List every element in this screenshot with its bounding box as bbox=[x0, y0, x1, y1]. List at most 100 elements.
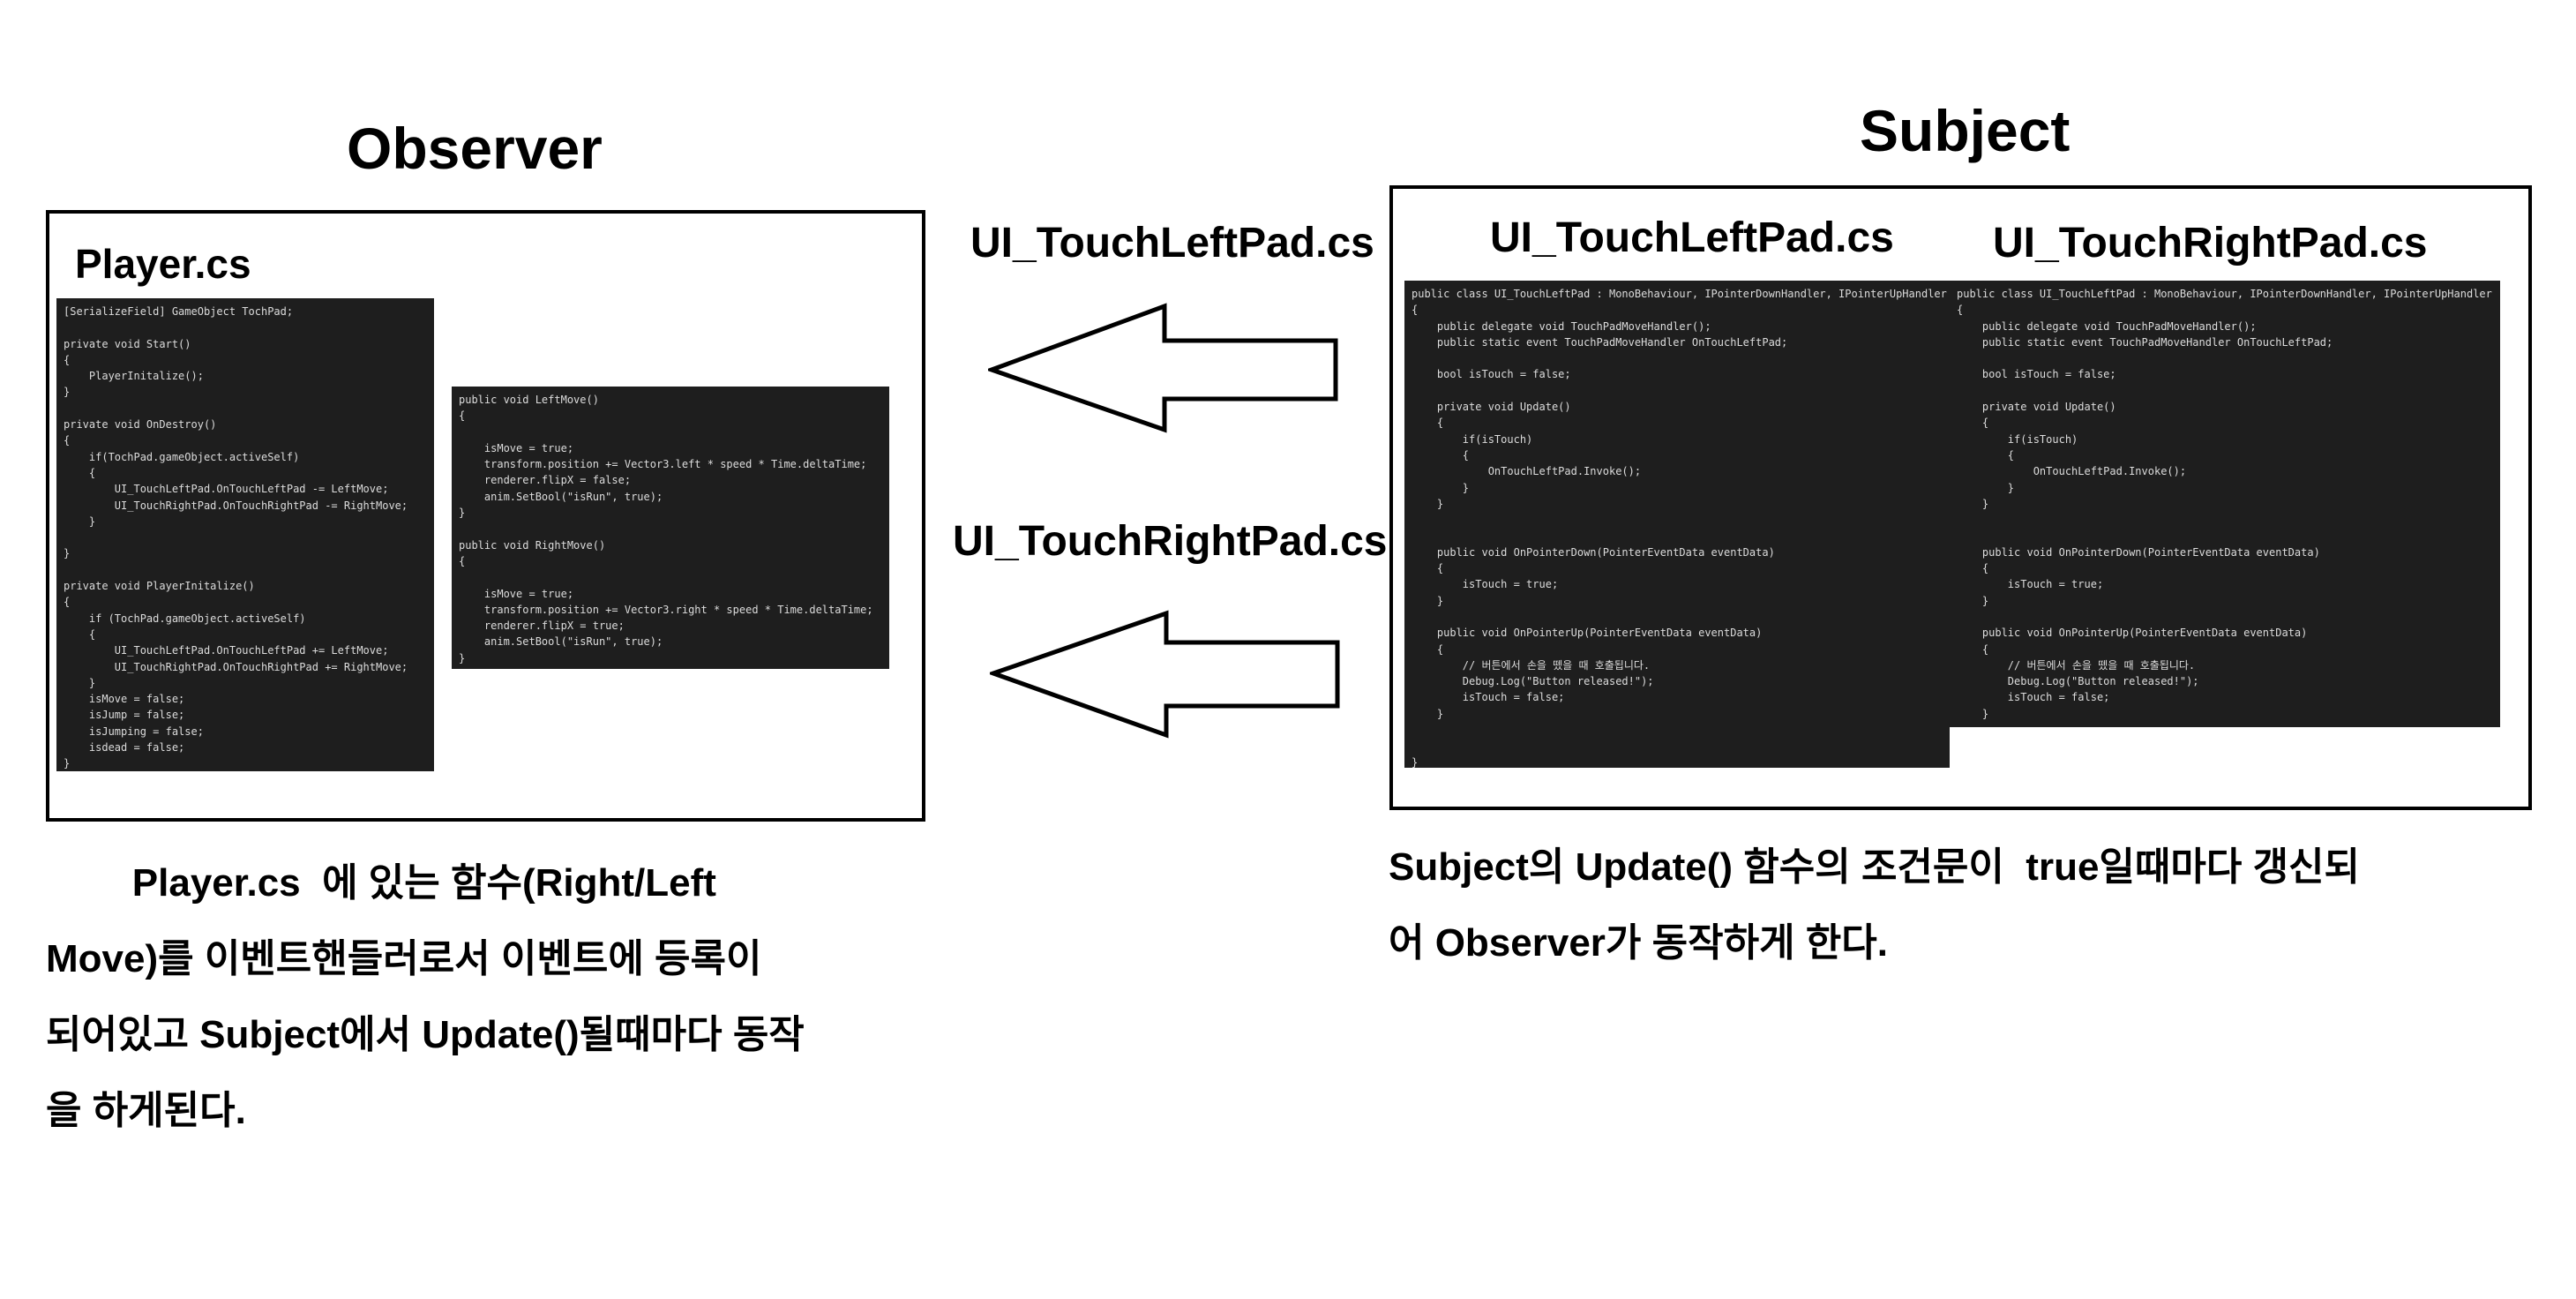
code-line: { bbox=[64, 434, 71, 447]
arrow-left-icon bbox=[988, 303, 1338, 433]
code-line: private void Start() bbox=[64, 337, 191, 350]
code-line: private void Update() bbox=[1412, 401, 1571, 414]
code-line: { bbox=[64, 466, 96, 479]
code-line: public class UI_TouchLeftPad : MonoBehav… bbox=[1412, 288, 1947, 300]
code-line: } bbox=[1957, 481, 2015, 494]
code-line bbox=[459, 569, 882, 585]
code-line: isMove = true; bbox=[459, 441, 574, 454]
code-line: public delegate void TouchPadMoveHandler… bbox=[1957, 319, 2257, 333]
code-line: } bbox=[1957, 497, 1989, 510]
code-line: } bbox=[1412, 755, 1419, 768]
code-line: isTouch = true; bbox=[1412, 578, 1559, 591]
code-line: // 버튼에서 손을 뗐을 때 호출됩니다. bbox=[1957, 658, 2196, 672]
code-line: } bbox=[1412, 497, 1444, 510]
observer-caption-line: Move)를 이벤트핸들러로서 이벤트에 등록이 bbox=[46, 937, 762, 980]
code-line: } bbox=[64, 514, 96, 528]
code-line: { bbox=[1957, 448, 2015, 462]
code-line bbox=[1957, 609, 2493, 625]
code-line: [SerializeField] GameObject TochPad; bbox=[64, 305, 294, 318]
subject-left-code: public class UI_TouchLeftPad : MonoBehav… bbox=[1404, 281, 1950, 768]
player-cs-label: Player.cs bbox=[75, 241, 251, 287]
code-line: UI_TouchLeftPad.OnTouchLeftPad -= LeftMo… bbox=[64, 483, 389, 496]
observer-caption: Player.cs 에 있는 함수(Right/Left Move)를 이벤트핸… bbox=[46, 845, 928, 1149]
code-line: bool isTouch = false; bbox=[1957, 368, 2116, 381]
code-line: } bbox=[1412, 481, 1470, 494]
code-line: OnTouchLeftPad.Invoke(); bbox=[1957, 465, 2187, 478]
code-line: isJumping = false; bbox=[64, 725, 204, 738]
code-line: renderer.flipX = true; bbox=[459, 619, 625, 633]
code-line bbox=[1412, 609, 1943, 625]
code-line: } bbox=[459, 507, 466, 520]
code-line: } bbox=[1412, 707, 1444, 720]
code-line: isTouch = false; bbox=[1957, 691, 2110, 704]
code-line: public delegate void TouchPadMoveHandler… bbox=[1412, 319, 1711, 333]
code-line: bool isTouch = false; bbox=[1412, 368, 1571, 381]
code-line: { bbox=[459, 409, 466, 423]
code-line bbox=[1412, 528, 1943, 544]
code-line: isdead = false; bbox=[64, 741, 185, 755]
code-line: OnTouchLeftPad.Invoke(); bbox=[1412, 465, 1642, 478]
subject-caption-line: 어 Observer가 동작하게 한다. bbox=[1389, 921, 1888, 965]
code-line: { bbox=[1412, 304, 1419, 317]
code-line: } bbox=[459, 651, 466, 665]
code-line: UI_TouchLeftPad.OnTouchLeftPad += LeftMo… bbox=[64, 644, 389, 657]
observer-caption-line: 되어있고 Subject에서 Update()될때마다 동작 bbox=[46, 1013, 805, 1056]
code-line: anim.SetBool("isRun", true); bbox=[459, 635, 663, 649]
code-line: isMove = true; bbox=[459, 587, 574, 600]
code-line bbox=[64, 319, 427, 335]
code-line: } bbox=[1957, 707, 1989, 720]
code-line: { bbox=[1957, 417, 1989, 430]
code-line: } bbox=[64, 547, 71, 560]
code-line: isJump = false; bbox=[64, 709, 185, 722]
code-line bbox=[1412, 383, 1943, 399]
code-line: UI_TouchRightPad.OnTouchRightPad -= Righ… bbox=[64, 499, 408, 512]
code-line: public void RightMove() bbox=[459, 538, 606, 552]
code-line bbox=[1957, 383, 2493, 399]
code-line bbox=[1412, 512, 1943, 528]
code-line bbox=[1412, 350, 1943, 366]
code-line: Debug.Log("Button released!"); bbox=[1412, 675, 1654, 688]
code-line bbox=[1957, 350, 2493, 366]
code-line: transform.position += Vector3.right * sp… bbox=[459, 603, 873, 616]
code-line: } bbox=[64, 757, 71, 770]
code-line: public static event TouchPadMoveHandler … bbox=[1957, 335, 2333, 349]
code-line: } bbox=[64, 386, 71, 399]
code-line: if(isTouch) bbox=[1412, 432, 1533, 446]
code-line: public void LeftMove() bbox=[459, 394, 599, 406]
arrow-right-pad-label: UI_TouchRightPad.cs bbox=[953, 518, 1388, 565]
code-line: if (TochPad.gameObject.activeSelf) bbox=[64, 612, 306, 625]
subject-left-pad-label: UI_TouchLeftPad.cs bbox=[1490, 214, 1894, 261]
code-line: } bbox=[1957, 594, 1989, 607]
code-line: anim.SetBool("isRun", true); bbox=[459, 490, 663, 503]
subject-title: Subject bbox=[1860, 98, 2071, 163]
code-line: { bbox=[1957, 562, 1989, 575]
code-line: if(isTouch) bbox=[1957, 432, 2078, 446]
observer-caption-line: 을 하게된다. bbox=[46, 1089, 246, 1132]
code-line: private void Update() bbox=[1957, 401, 2116, 414]
code-line: { bbox=[459, 554, 466, 567]
code-line bbox=[64, 401, 427, 417]
code-line: public void OnPointerUp(PointerEventData… bbox=[1957, 627, 2308, 640]
code-line bbox=[1957, 512, 2493, 528]
code-line: { bbox=[1412, 562, 1444, 575]
observer-caption-line: Player.cs 에 있는 함수(Right/Left bbox=[46, 861, 716, 905]
arrow-left-pad-label: UI_TouchLeftPad.cs bbox=[970, 220, 1374, 267]
code-line bbox=[1412, 738, 1943, 754]
subject-caption: Subject의 Update() 함수의 조건문이 true일때마다 갱신되 … bbox=[1389, 830, 2535, 981]
code-line: public void OnPointerUp(PointerEventData… bbox=[1412, 627, 1763, 640]
code-line: { bbox=[64, 353, 71, 366]
player-code-moves: public void LeftMove() { isMove = true; t… bbox=[452, 387, 889, 669]
code-line: { bbox=[1412, 417, 1444, 430]
code-line: Debug.Log("Button released!"); bbox=[1957, 675, 2199, 688]
code-line: { bbox=[64, 627, 96, 641]
code-line: { bbox=[64, 596, 71, 609]
code-line: isTouch = true; bbox=[1957, 578, 2104, 591]
code-line: PlayerInitalize(); bbox=[64, 370, 204, 383]
code-line: } bbox=[64, 676, 96, 689]
code-line bbox=[1957, 528, 2493, 544]
code-line bbox=[459, 521, 882, 537]
observer-title: Observer bbox=[347, 116, 603, 181]
code-line: UI_TouchRightPad.OnTouchRightPad += Righ… bbox=[64, 660, 408, 673]
player-code-main: [SerializeField] GameObject TochPad; priv… bbox=[56, 298, 434, 771]
code-line bbox=[64, 529, 427, 545]
